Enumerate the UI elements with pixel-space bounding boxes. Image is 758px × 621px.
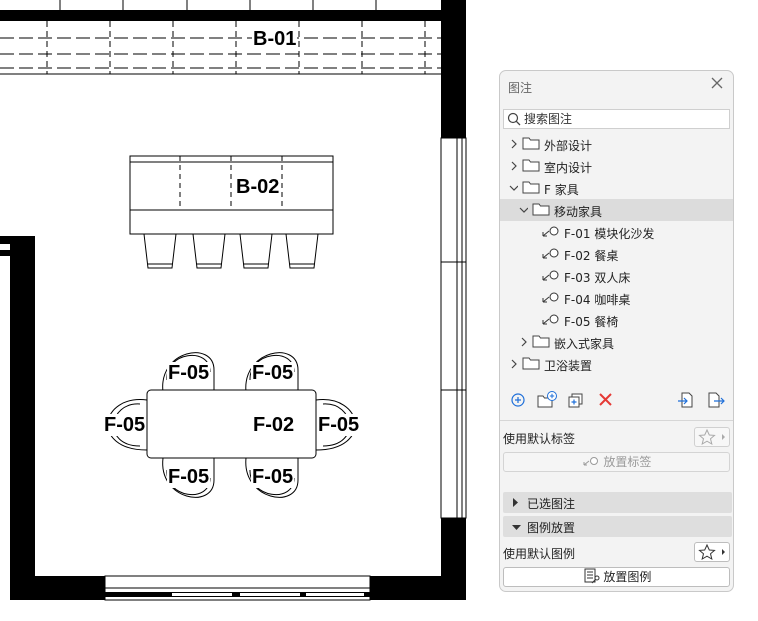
star-icon <box>698 428 725 446</box>
export-icon <box>708 392 725 408</box>
chevron-right-icon[interactable] <box>509 160 519 172</box>
close-button[interactable] <box>709 75 725 91</box>
tag-favorites-button[interactable] <box>694 427 730 447</box>
tree-item-label: F-02 餐桌 <box>564 249 619 263</box>
default-tag-label: 使用默认标签 <box>503 432 576 446</box>
tree-item-movable-furniture[interactable]: 移动家具 <box>500 199 733 221</box>
tree-item-label: 移动家具 <box>554 205 603 219</box>
place-legend-button[interactable]: 放置图例 <box>503 567 730 587</box>
keynote-tag-icon <box>542 270 559 281</box>
keynote-toolbar <box>500 387 733 413</box>
tree-item-label: F 家具 <box>544 183 579 197</box>
legend-placement-section-header[interactable]: 图例放置 <box>503 516 732 537</box>
add-folder-icon <box>537 391 557 408</box>
triangle-right-icon <box>513 498 518 507</box>
tree-item-label: 嵌入式家具 <box>554 337 615 351</box>
tag-f-05-bottom-right: F-05 <box>251 466 295 488</box>
search-box <box>503 109 730 129</box>
folder-icon <box>532 335 550 348</box>
folder-icon <box>522 137 540 150</box>
place-tag-label: 放置标签 <box>603 455 652 469</box>
search-icon <box>507 112 521 126</box>
legend-favorites-button[interactable] <box>694 542 730 562</box>
search-input[interactable] <box>524 111 724 127</box>
tree-item-label: F-05 餐椅 <box>564 315 619 329</box>
chevron-right-icon[interactable] <box>509 358 519 370</box>
chevron-right-icon[interactable] <box>509 138 519 150</box>
place-tag-button[interactable]: 放置标签 <box>503 452 730 472</box>
duplicate-icon <box>568 393 583 408</box>
triangle-down-icon <box>512 525 521 530</box>
keynote-tag-icon <box>542 226 559 237</box>
tree-item-f-01[interactable]: F-01 模块化沙发 <box>500 221 733 243</box>
tag-f-05-right: F-05 <box>317 414 361 436</box>
tree-item-f-04[interactable]: F-04 咖啡桌 <box>500 287 733 309</box>
tree-item-sanitary-fixtures[interactable]: 卫浴装置 <box>500 353 733 375</box>
tree-item-furniture[interactable]: F 家具 <box>500 177 733 199</box>
add-folder-button[interactable] <box>536 390 557 410</box>
tree-item-exterior-design[interactable]: 外部设计 <box>500 133 733 155</box>
tree-item-f-05[interactable]: F-05 餐椅 <box>500 309 733 331</box>
star-icon <box>698 543 725 561</box>
tag-f-05-left: F-05 <box>103 414 147 436</box>
tag-f-02: F-02 <box>252 414 296 436</box>
add-keynote-button[interactable] <box>508 390 528 410</box>
tree-item-label: F-03 双人床 <box>564 271 631 285</box>
tree-item-interior-design[interactable]: 室内设计 <box>500 155 733 177</box>
tree-item-label: F-01 模块化沙发 <box>564 227 655 241</box>
tag-b-02: B-02 <box>235 176 281 198</box>
default-legend-label: 使用默认图例 <box>503 547 576 561</box>
panel-title: 图注 <box>508 81 533 95</box>
export-button[interactable] <box>706 390 726 410</box>
tree-item-label: 外部设计 <box>544 139 593 153</box>
folder-icon <box>522 357 540 370</box>
tree-item-f-03[interactable]: F-03 双人床 <box>500 265 733 287</box>
tree-item-label: F-04 咖啡桌 <box>564 293 631 307</box>
keynote-tag-icon <box>542 248 559 259</box>
legend-icon <box>584 568 600 584</box>
tree-item-f-02[interactable]: F-02 餐桌 <box>500 243 733 265</box>
delete-button[interactable] <box>596 390 616 410</box>
keynote-tag-icon <box>542 314 559 325</box>
import-icon <box>678 392 693 408</box>
add-circle-icon <box>511 393 525 407</box>
tree-item-built-in-furniture[interactable]: 嵌入式家具 <box>500 331 733 353</box>
chevron-right-icon[interactable] <box>519 336 529 348</box>
chevron-down-icon[interactable] <box>508 182 518 194</box>
tag-f-05-bottom-left: F-05 <box>167 466 211 488</box>
keynote-tag-icon <box>583 457 598 466</box>
legend-section-label: 图例放置 <box>527 521 576 535</box>
tag-f-05-top-left: F-05 <box>167 362 211 384</box>
tag-b-01: B-01 <box>252 28 298 50</box>
import-button[interactable] <box>676 390 696 410</box>
delete-icon <box>599 393 612 406</box>
selected-keynotes-section-header[interactable]: 已选图注 <box>503 492 732 513</box>
folder-open-icon <box>522 181 540 194</box>
keynote-tag-icon <box>542 292 559 303</box>
close-icon <box>711 77 723 89</box>
keynote-panel: 图注 外部设计 室内设计 F 家具 移动家具 <box>499 70 734 592</box>
place-legend-label: 放置图例 <box>603 570 652 584</box>
floor-plan-drawing <box>0 0 467 601</box>
chevron-down-icon[interactable] <box>518 204 528 216</box>
tree-item-label: 卫浴装置 <box>544 359 593 373</box>
divider <box>500 420 733 421</box>
tag-f-05-top-right: F-05 <box>251 362 295 384</box>
duplicate-button[interactable] <box>566 390 586 410</box>
folder-icon <box>522 159 540 172</box>
selected-section-label: 已选图注 <box>527 497 576 511</box>
floor-plan-canvas[interactable]: B-01 B-02 F-02 F-05 F-05 F-05 F-05 F-05 … <box>0 0 470 616</box>
tree-item-label: 室内设计 <box>544 161 593 175</box>
folder-open-icon <box>532 203 550 216</box>
